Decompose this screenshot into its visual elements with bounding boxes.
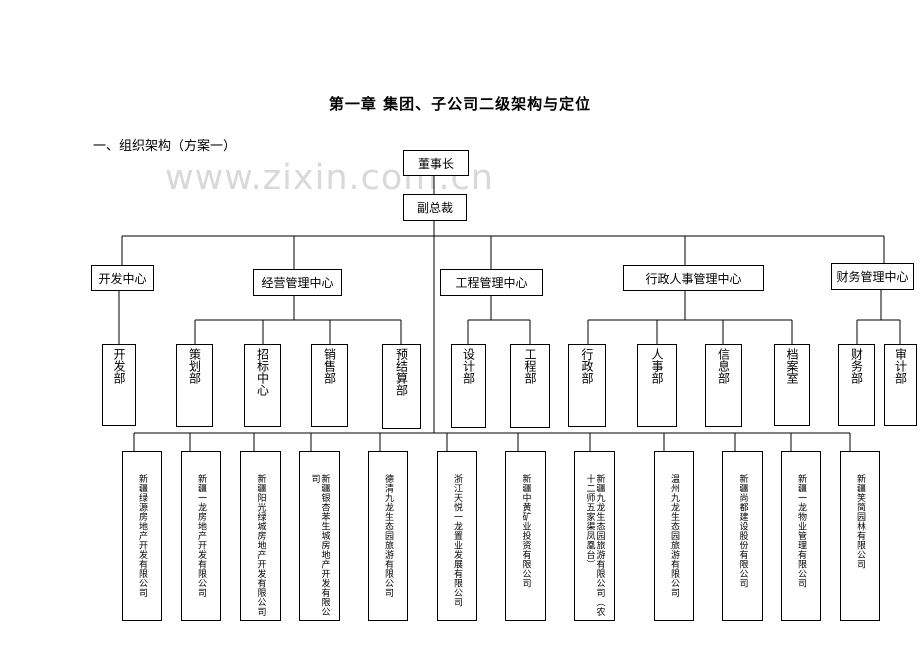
dept-design: 设计部	[451, 344, 486, 428]
dept-label: 招标中心	[255, 348, 270, 396]
subsidiary-label: 德清九龙生态园旅游有限公司	[383, 474, 393, 598]
dept-label: 信息部	[716, 348, 731, 384]
center-label: 经营管理中心	[261, 276, 334, 290]
chairman-box: 董事长	[403, 150, 469, 176]
dept-label: 开发部	[112, 348, 126, 384]
subsidiary-label: 新疆银杏苯生城房地产开发有限公司	[309, 474, 330, 617]
subsidiary-box: 新疆一龙物业管理有限公司	[781, 451, 821, 621]
dept-finance: 财务部	[838, 344, 875, 426]
dept-planning: 策划部	[176, 344, 213, 427]
dept-label: 销售部	[322, 348, 337, 384]
center-label: 财务管理中心	[836, 270, 909, 284]
page-title: 第一章 集团、子公司二级架构与定位	[328, 95, 592, 113]
subsidiary-label: 新疆笑简园林有限公司	[855, 474, 865, 569]
center-operations: 经营管理中心	[253, 269, 342, 296]
dept-label: 审计部	[893, 348, 908, 384]
subsidiary-box: 新疆中黄矿业投资有限公司	[505, 451, 546, 621]
center-engineering: 工程管理中心	[440, 269, 543, 296]
dept-budget: 预结算部	[382, 344, 421, 429]
subsidiary-label: 新疆九龙生态园旅游有限公司（农十二师五家渠凤凰台）	[584, 474, 605, 617]
chairman-label: 董事长	[417, 156, 454, 171]
subsidiary-label: 温州九龙生态园旅游有限公司	[669, 474, 679, 598]
dept-hr: 人事部	[637, 344, 677, 427]
subsidiary-box: 新疆一龙房地产开发有限公司	[181, 451, 221, 621]
subsidiary-box: 新疆笑简园林有限公司	[840, 451, 880, 621]
subsidiary-box: 新疆绿源房地产开发有限公司	[122, 451, 162, 621]
subsidiary-box: 新疆阳光绿城房地产开发有限公司	[240, 451, 281, 621]
dept-audit: 审计部	[884, 344, 917, 426]
subsidiary-label: 浙江天悦一龙置业发展有限公司	[452, 474, 462, 607]
dept-label: 策划部	[187, 348, 202, 384]
dept-development: 开发部	[102, 344, 136, 426]
subsidiary-label: 新疆尚都建设股份有限公司	[737, 474, 748, 588]
dept-archive: 档案室	[774, 344, 810, 426]
dept-bidding: 招标中心	[244, 344, 281, 427]
subsidiary-box: 新疆银杏苯生城房地产开发有限公司	[299, 451, 340, 621]
subsidiary-label: 新疆阳光绿城房地产开发有限公司	[255, 474, 266, 617]
center-label: 工程管理中心	[455, 276, 528, 290]
center-finance: 财务管理中心	[831, 263, 914, 290]
subsidiary-box: 浙江天悦一龙置业发展有限公司	[437, 451, 477, 621]
dept-information: 信息部	[705, 344, 742, 427]
subsidiary-box: 德清九龙生态园旅游有限公司	[368, 451, 408, 621]
subsidiary-box: 温州九龙生态园旅游有限公司	[654, 451, 694, 621]
vice-president-label: 副总裁	[416, 201, 453, 215]
dept-engineering: 工程部	[510, 344, 550, 428]
center-label: 开发中心	[98, 271, 147, 286]
dept-label: 行政部	[580, 348, 594, 384]
subsidiary-label: 新疆一龙房地产开发有限公司	[196, 474, 206, 598]
center-admin-hr: 行政人事管理中心	[623, 265, 764, 291]
dept-label: 设计部	[461, 348, 476, 384]
dept-admin: 行政部	[568, 344, 606, 427]
subsidiary-box: 新疆九龙生态园旅游有限公司（农十二师五家渠凤凰台）	[574, 451, 615, 621]
dept-label: 工程部	[523, 348, 537, 384]
dept-label: 档案室	[785, 348, 799, 384]
subsidiary-box: 新疆尚都建设股份有限公司	[722, 451, 763, 621]
dept-label: 财务部	[849, 348, 864, 384]
center-label: 行政人事管理中心	[645, 271, 742, 286]
center-development: 开发中心	[91, 265, 154, 291]
subsidiary-label: 新疆中黄矿业投资有限公司	[520, 474, 531, 588]
section-heading: 一、组织架构（方案一）	[93, 139, 237, 154]
subsidiary-label: 新疆绿源房地产开发有限公司	[137, 474, 147, 598]
vice-president-box: 副总裁	[403, 194, 467, 221]
dept-label: 人事部	[650, 348, 664, 384]
subsidiary-label: 新疆一龙物业管理有限公司	[796, 474, 806, 588]
dept-sales: 销售部	[311, 344, 348, 427]
dept-label: 预结算部	[394, 348, 409, 396]
